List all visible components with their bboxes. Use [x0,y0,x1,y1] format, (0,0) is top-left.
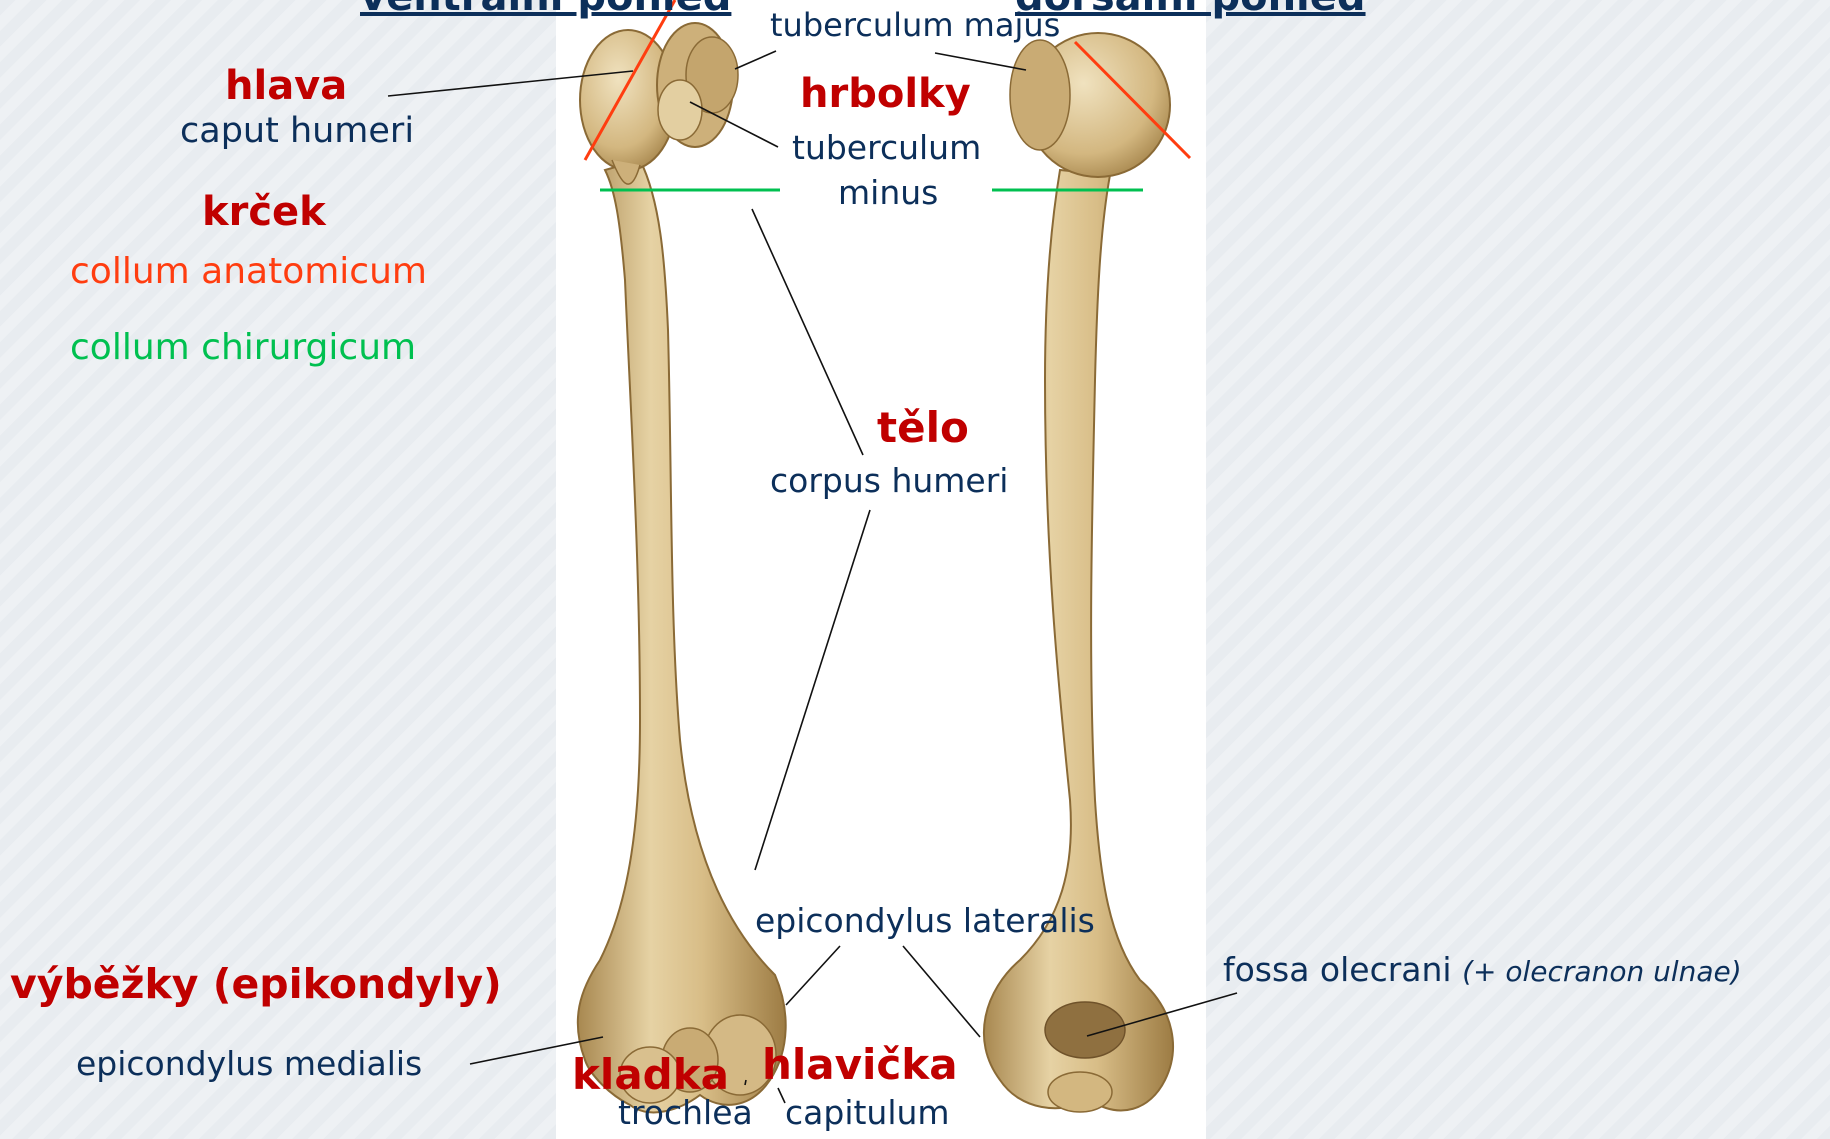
header-ventral: ventrální pohled [360,0,731,20]
label-tuberculum-minus-line1: tuberculum [792,130,981,166]
label-kladka: kladka [572,1052,729,1098]
label-collum-chirurgicum: collum chirurgicum [70,328,416,368]
humerus-dorsal [984,33,1173,1112]
label-tuberculum-majus: tuberculum majus [770,8,1060,43]
fossa-olecrani-text: fossa olecrani [1223,950,1452,989]
humerus-ventral [578,23,786,1112]
label-vybezky: výběžky (epikondyly) [10,962,502,1007]
label-hrbolky: hrbolky [800,72,971,116]
label-krcek: krček [202,190,326,234]
label-collum-anatomicum: collum anatomicum [70,252,427,292]
label-hlavicka: hlavička [762,1042,958,1088]
label-hlava: hlava [225,64,347,108]
label-telo: tělo [877,405,969,451]
label-trochlea: trochlea [618,1095,753,1131]
label-caput-humeri: caput humeri [180,112,414,151]
header-dorsal: dorsální pohled [1015,0,1366,20]
label-corpus-humeri: corpus humeri [770,463,1008,499]
label-epicondylus-medialis: epicondylus medialis [76,1046,422,1082]
label-tuberculum-minus-line2: minus [838,175,938,211]
olecranon-note: (+ olecranon ulnae) [1462,955,1742,988]
label-epicondylus-lateralis: epicondylus lateralis [755,903,1095,939]
label-fossa-olecrani: fossa olecrani (+ olecranon ulnae) [1223,952,1742,988]
label-capitulum: capitulum [785,1095,950,1131]
